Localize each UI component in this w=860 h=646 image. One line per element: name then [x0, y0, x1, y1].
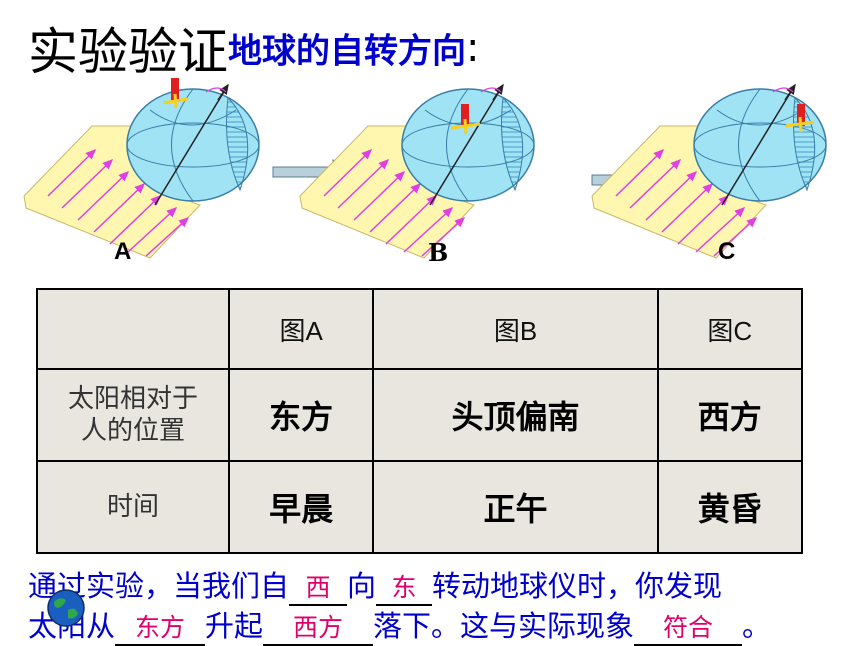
panel-label-b: B — [428, 238, 449, 267]
conclusion-line-1: 通过实验，当我们自西向东转动地球仪时，你发现 — [28, 563, 838, 606]
table-cell: 东方 — [227, 368, 375, 462]
panel-c — [591, 83, 827, 259]
sun-rays — [323, 148, 466, 257]
table-cell: 正午 — [372, 460, 659, 554]
title-main: 实验验证 — [28, 23, 228, 81]
globe-c — [693, 83, 827, 206]
answer-blank: 西方 — [263, 608, 374, 646]
row-label-time: 时间 — [36, 460, 230, 554]
table-cell: 西方 — [656, 368, 804, 462]
globe-b — [401, 83, 535, 206]
observer-marker-icon — [450, 104, 481, 135]
answer-blank: 东 — [376, 568, 433, 606]
sentence-text: 。 — [742, 609, 772, 643]
globe-a — [126, 83, 260, 206]
rotation-experiment-diagram — [23, 78, 827, 259]
title-topic: 地球的自转方向 — [228, 31, 466, 72]
sentence-text: 向 — [347, 569, 377, 603]
table-corner-cell — [36, 288, 230, 370]
observer-marker-icon — [785, 104, 815, 133]
row-label-line: 太阳相对于 — [67, 383, 198, 414]
answer-blank: 符合 — [634, 608, 743, 646]
panel-label-c: C — [718, 238, 736, 265]
table-cell: 早晨 — [227, 460, 375, 554]
sentence-text: 落下。这与实际现象 — [373, 609, 635, 643]
observer-marker-icon — [162, 78, 189, 109]
observation-table: 图A 图B 图C 太阳相对于 人的位置 东方 头顶偏南 西方 时间 早晨 正午 … — [36, 288, 804, 554]
table-cell: 黄昏 — [656, 460, 804, 554]
page-title: 实验验证地球的自转方向: — [28, 12, 479, 82]
panel-label-a: A — [114, 238, 132, 265]
row-label-line: 人的位置 — [80, 416, 185, 446]
table-header: 图B — [372, 288, 659, 370]
conclusion-line-2: 太阳从东方升起西方落下。这与实际现象符合。 — [28, 603, 838, 646]
sentence-text: 转动地球仪时，你发现 — [432, 569, 723, 603]
answer-blank: 西 — [289, 568, 348, 606]
panel-a — [23, 78, 260, 259]
row-label-sun-position: 太阳相对于 人的位置 — [36, 368, 230, 462]
sun-rays — [615, 148, 758, 257]
table-row: 时间 早晨 正午 黄昏 — [36, 460, 804, 554]
sun-rays — [47, 148, 190, 257]
sentence-text: 升起 — [205, 609, 264, 643]
table-header: 图A — [227, 288, 375, 370]
title-colon: : — [466, 25, 480, 71]
globe-icon — [47, 589, 85, 627]
panel-b — [299, 83, 535, 259]
table-cell: 头顶偏南 — [372, 368, 659, 462]
table-header: 图C — [656, 288, 804, 370]
table-row: 太阳相对于 人的位置 东方 头顶偏南 西方 — [36, 368, 804, 462]
answer-blank: 东方 — [115, 608, 206, 646]
table-header-row: 图A 图B 图C — [36, 288, 804, 370]
